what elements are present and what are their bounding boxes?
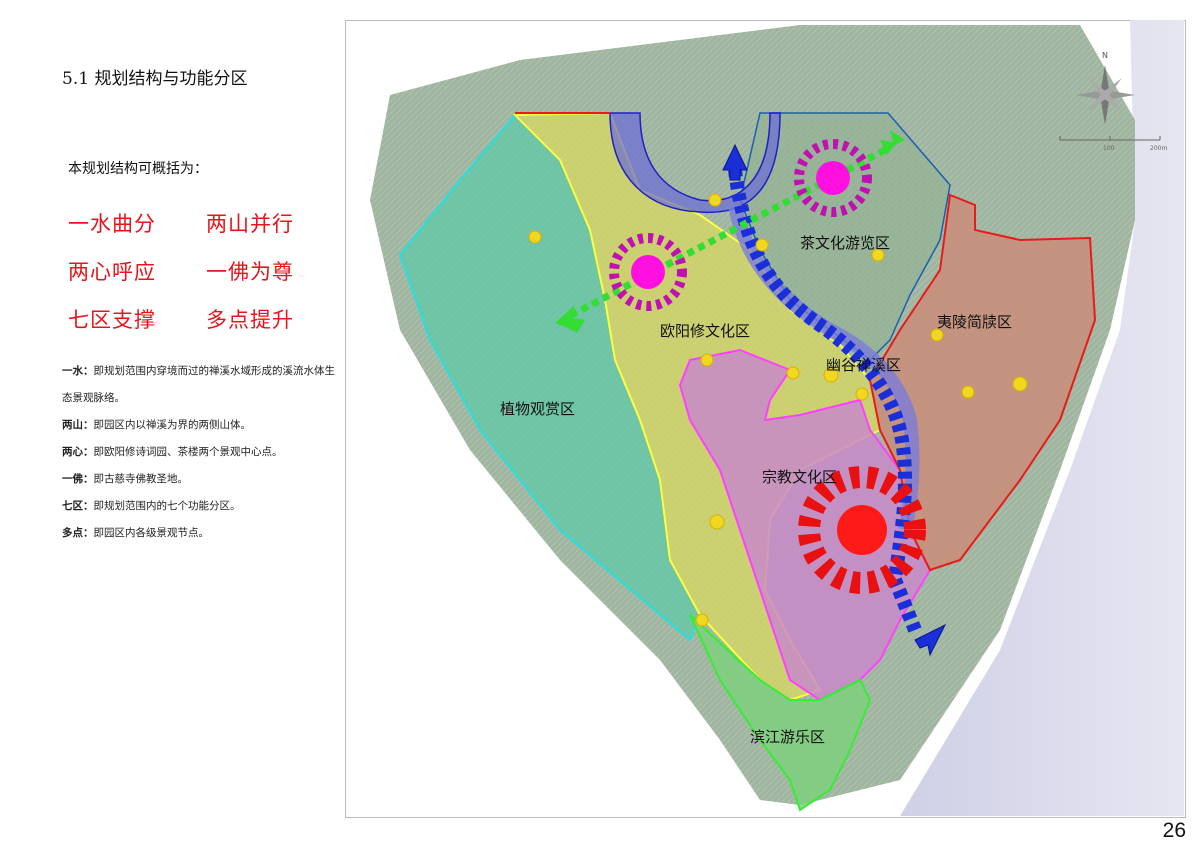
landscape-node [786, 366, 800, 380]
definition-item: 一佛：即古慈寺佛教圣地。 [62, 466, 337, 493]
definition-item: 两山：即园区内以禅溪为界的两侧山体。 [62, 412, 337, 439]
slogan-item: 一佛为尊 [206, 260, 294, 284]
definition-text: 即规划范围内穿境而过的禅溪水域形成的溪流水体生态景观脉络。 [62, 365, 335, 404]
page-title: 5.1 规划结构与功能分区 [62, 69, 248, 89]
landscape-node [961, 385, 975, 399]
landscape-node [1012, 376, 1028, 392]
scale-mid-label: 100 [1103, 145, 1115, 152]
landscape-nodes [528, 193, 1028, 627]
map-frame [345, 20, 1186, 818]
landscape-node [528, 230, 542, 244]
zone-label-plant: 植物观赏区 [500, 400, 575, 418]
arrow-head-west [555, 305, 585, 333]
zone-riverside [689, 614, 872, 812]
center-temple-marker [798, 466, 926, 594]
zone-label-creek: 幽谷禅溪区 [826, 356, 901, 374]
creek-axis-arrow [728, 169, 922, 633]
scale-bar: 100 200m [1059, 136, 1167, 152]
landscape-node [700, 353, 714, 367]
zone-label-yiling: 夷陵简牍区 [937, 313, 1012, 331]
definition-term: 一水： [62, 365, 94, 377]
creek-strip [728, 203, 920, 532]
landscape-node [855, 387, 869, 401]
definition-term: 七区： [62, 500, 94, 512]
definition-item: 多点：即园区内各级景观节点。 [62, 520, 337, 547]
zone-label-riverside: 滨江游乐区 [750, 728, 825, 746]
river-water [900, 20, 1184, 816]
definition-text: 即园区内以禅溪为界的两侧山体。 [93, 419, 252, 431]
arrow-head-north [722, 143, 748, 181]
slogan-item: 一水曲分 [68, 212, 156, 236]
slogan-item: 两山并行 [206, 212, 294, 236]
center-ouyang-marker [609, 233, 687, 311]
creek-channel [609, 112, 781, 214]
definition-text: 即园区内各级景观节点。 [93, 527, 210, 539]
definition-term: 一佛： [62, 473, 94, 485]
landscape-node [708, 193, 722, 207]
slogan-item: 两心呼应 [68, 260, 156, 284]
definition-text: 即欧阳修诗词园、茶楼两个景观中心点。 [93, 446, 283, 458]
landscape-node [695, 613, 709, 627]
zone-label-tea: 茶文化游览区 [800, 234, 890, 252]
zone-label-ouyang: 欧阳修文化区 [660, 322, 750, 340]
landscape-node [823, 367, 839, 383]
landscape-node [755, 238, 769, 252]
slogan-list: 一水曲分 两山并行 两心呼应 一佛为尊 七区支撑 多点提升 [68, 208, 328, 352]
compass-north-label: N [1102, 51, 1108, 60]
compass-icon: N [1075, 51, 1135, 125]
slogan-item: 多点提升 [206, 308, 294, 332]
planning-map: 茶文化游览区 欧阳修文化区 夷陵简牍区 幽谷禅溪区 植物观赏区 宗教文化区 滨江… [370, 20, 1184, 816]
green-axis-arrow [563, 146, 887, 322]
landscape-node [871, 248, 885, 262]
definition-text: 即古慈寺佛教圣地。 [93, 473, 189, 485]
definition-text: 即规划范围内的七个功能分区。 [93, 500, 241, 512]
arrow-head-southeast [914, 623, 947, 657]
definition-list: 一水：即规划范围内穿境而过的禅溪水域形成的溪流水体生态景观脉络。 两山：即园区内… [62, 358, 337, 547]
definition-item: 七区：即规划范围内的七个功能分区。 [62, 493, 337, 520]
definition-term: 两心： [62, 446, 94, 458]
landscape-node [709, 514, 725, 530]
landscape-node [930, 328, 944, 342]
zone-label-religion: 宗教文化区 [762, 468, 837, 486]
page-number: 26 [1162, 819, 1186, 842]
definition-term: 多点： [62, 527, 94, 539]
definition-item: 两心：即欧阳修诗词园、茶楼两个景观中心点。 [62, 439, 337, 466]
definition-item: 一水：即规划范围内穿境而过的禅溪水域形成的溪流水体生态景观脉络。 [62, 358, 337, 412]
scale-end-label: 200m [1150, 145, 1167, 152]
center-tea-marker [794, 139, 872, 217]
definition-term: 两山： [62, 419, 94, 431]
intro-text: 本规划结构可概括为： [68, 161, 208, 177]
arrow-head-east [880, 130, 905, 155]
slogan-item: 七区支撑 [68, 308, 156, 332]
